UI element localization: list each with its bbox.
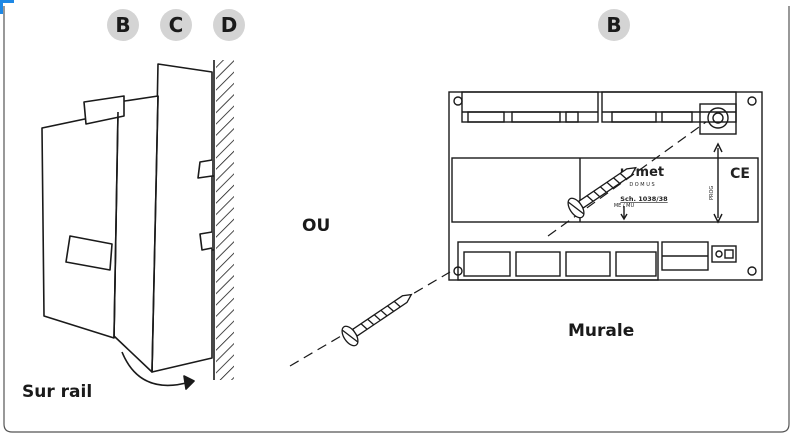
- screw-upper: [567, 166, 637, 219]
- me-mu-text: ME / MU: [614, 203, 635, 209]
- screw-lower: [341, 293, 413, 347]
- badge-b-left: B: [107, 9, 139, 41]
- device-side-view: [41, 63, 213, 373]
- rotation-arrow: [121, 351, 191, 387]
- label-murale: Murale: [568, 321, 634, 341]
- din-connector: [707, 107, 729, 129]
- wall-hatch: [216, 60, 234, 380]
- svg-text:B: B: [115, 13, 130, 37]
- label-panel: [451, 157, 759, 223]
- label-ou: OU: [302, 216, 330, 236]
- badge-d: D: [213, 9, 245, 41]
- ce-mark: CE: [730, 166, 750, 182]
- model-text: Sch. 1038/38: [620, 195, 668, 203]
- prog-text: PROG: [709, 186, 715, 200]
- svg-text:B: B: [606, 13, 621, 37]
- frame-border: [3, 6, 790, 433]
- svg-text:C: C: [169, 13, 184, 37]
- corner-accent: [0, 0, 14, 14]
- svg-text:D: D: [221, 13, 238, 37]
- badge-c: C: [160, 9, 192, 41]
- brand-sub-text: D O M U S: [629, 182, 654, 188]
- label-sur-rail: Sur rail: [22, 382, 92, 402]
- badge-b-right: B: [598, 9, 630, 41]
- rail-mount-illustration: [41, 60, 234, 390]
